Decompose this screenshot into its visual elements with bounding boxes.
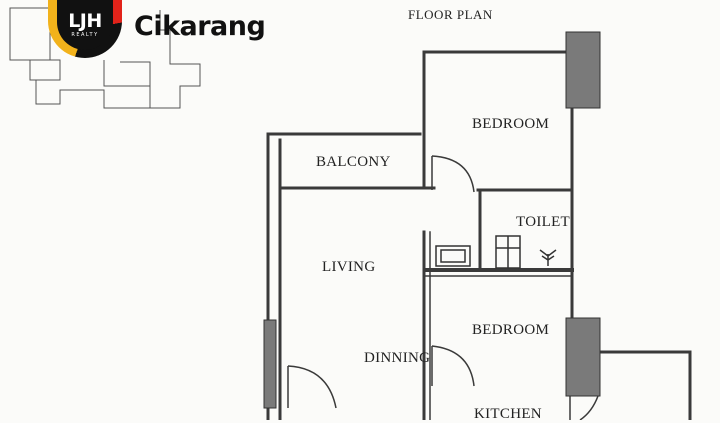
key-plan-outline	[35, 10, 201, 109]
outer-wall-left	[266, 132, 422, 420]
entry-door-arc	[287, 365, 337, 409]
floor-plan-title: FLOOR PLAN	[408, 7, 493, 22]
logo-subtext: REALTY	[71, 32, 99, 38]
key-plan-outline	[103, 60, 151, 87]
doors	[287, 155, 599, 420]
room-label-toilet: TOILET	[516, 214, 571, 230]
room-label-living: LIVING	[322, 259, 376, 275]
logo-badge: LJH REALTY	[57, 0, 113, 50]
column	[565, 317, 601, 397]
room-label-balcony: BALCONY	[316, 154, 391, 170]
key-plan-block	[9, 7, 51, 61]
kitchen-door-arc	[579, 395, 599, 420]
key-plan	[9, 7, 201, 109]
plant-icon	[539, 249, 557, 266]
column	[263, 319, 277, 409]
walls	[266, 50, 692, 420]
bedroom-1-door-arc	[431, 155, 475, 193]
bedroom-2-door-arc	[431, 345, 475, 387]
room-label-kitchen: KITCHEN	[474, 406, 542, 422]
brand-logo: LJH REALTY	[48, 0, 122, 58]
key-plan-block	[29, 59, 61, 81]
bedroom-1-wall	[422, 50, 568, 190]
column	[565, 31, 601, 109]
brand-city: Cikarang	[134, 11, 266, 42]
room-label-dinning: DINNING	[364, 350, 431, 366]
logo-letters: LJH	[68, 10, 102, 32]
room-label-bedroom-2: BEDROOM	[472, 322, 550, 338]
brand-header: LJH REALTY Cikarang	[48, 0, 288, 60]
room-label-bedroom-1: BEDROOM	[472, 116, 550, 132]
columns	[263, 31, 601, 409]
bathtub-icon	[435, 245, 471, 267]
toilet-fixture-icon	[495, 235, 521, 269]
